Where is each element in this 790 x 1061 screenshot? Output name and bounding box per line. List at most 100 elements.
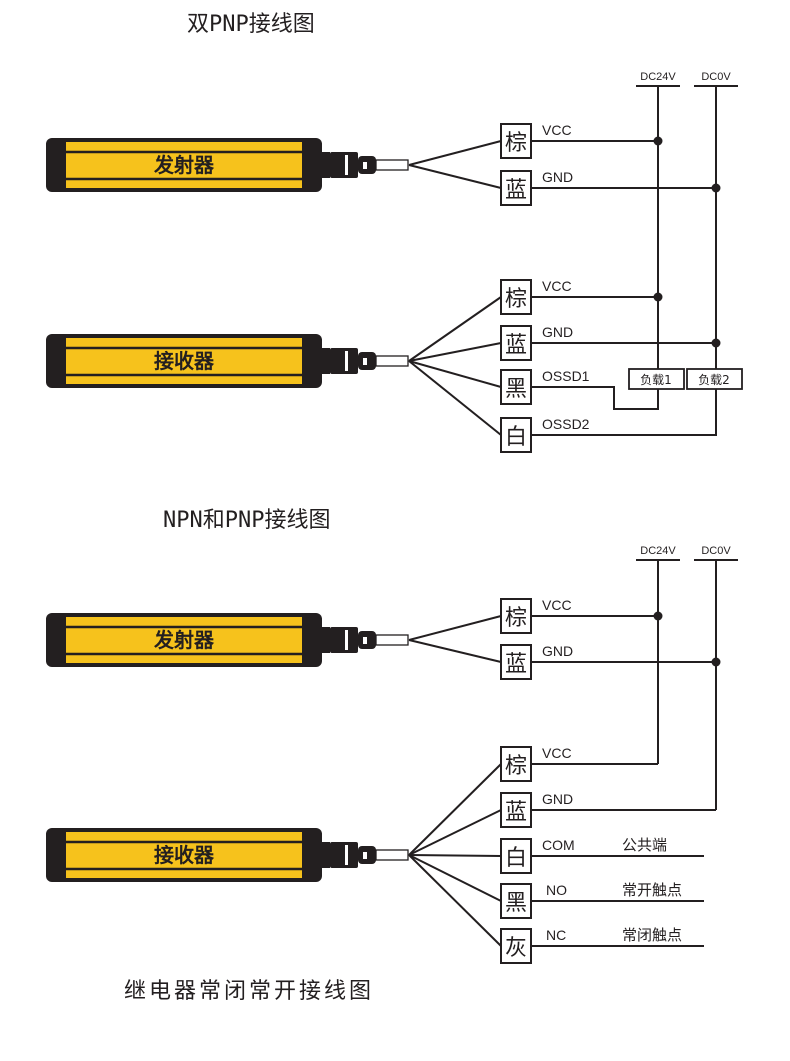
wire-signal-label: VCC — [542, 597, 572, 613]
connector-neck — [320, 348, 330, 374]
wire-color-box: 蓝 — [500, 325, 532, 361]
junction-dot — [711, 183, 721, 193]
sensor-face — [66, 832, 302, 878]
wire-color-box: 棕 — [500, 598, 532, 634]
wire-color-box: 白 — [500, 838, 532, 874]
wire-color-label: 蓝 — [505, 333, 527, 358]
wire-color-box: 黑 — [500, 883, 532, 919]
load-box — [686, 368, 743, 390]
sensor-face — [66, 617, 302, 663]
sensor-label: 发射器 — [153, 628, 215, 652]
wire-lead — [408, 296, 502, 362]
wire-ossd1 — [531, 386, 659, 410]
connector-slot — [363, 358, 367, 365]
wire-color-box: 蓝 — [500, 644, 532, 680]
wire-signal-label: COM — [542, 837, 575, 853]
wire-signal-label: NO — [546, 882, 567, 898]
wire-color-frame — [500, 883, 532, 919]
wire-lead — [408, 854, 502, 902]
wire-color-label: 黑 — [505, 891, 527, 916]
load-box — [628, 368, 685, 390]
rail-label: DC0V — [701, 545, 731, 557]
connector-gap — [345, 351, 348, 371]
wire-color-frame — [500, 369, 532, 405]
wire-description: 常开触点 — [622, 881, 682, 899]
connector-neck — [320, 152, 330, 178]
connector-gap — [345, 155, 348, 175]
sensor-face — [66, 338, 302, 384]
wire-color-box: 蓝 — [500, 170, 532, 206]
junction-dot — [653, 136, 663, 146]
wire-signal-label: VCC — [542, 122, 572, 138]
wire-color-frame — [500, 325, 532, 361]
wire-color-box: 蓝 — [500, 792, 532, 828]
wire-color-frame — [500, 170, 532, 206]
wire-color-frame — [500, 644, 532, 680]
load-label: 负载1 — [640, 373, 672, 387]
wire-color-label: 白 — [505, 425, 527, 450]
wire-color-frame — [500, 598, 532, 634]
receiver-bar-2: 接收器 — [46, 828, 409, 882]
wire-lead — [408, 854, 502, 857]
wire-color-frame — [500, 746, 532, 782]
connector-slot — [363, 852, 367, 859]
connector-slot — [363, 637, 367, 644]
title-npn-pnp: NPN和PNP接线图 — [163, 508, 331, 533]
title-relay: 继电器常闭常开接线图 — [124, 979, 375, 1004]
wire-signal-label: GND — [542, 643, 573, 659]
rail-label: DC24V — [640, 545, 676, 557]
wire-description: 公共端 — [622, 836, 667, 854]
connector-neck — [320, 842, 330, 868]
connector-nut — [330, 627, 358, 653]
wire-lead — [408, 360, 502, 436]
wire-lead — [408, 360, 502, 388]
wire-color-frame — [500, 417, 532, 453]
wire-color-frame — [500, 928, 532, 964]
wire-color-label: 白 — [505, 846, 527, 871]
wire-signal-label: VCC — [542, 278, 572, 294]
wire-color-label: 蓝 — [505, 800, 527, 825]
junction-dot — [711, 338, 721, 348]
wire-color-box: 棕 — [500, 279, 532, 315]
wire-signal-label: OSSD2 — [542, 416, 590, 432]
connector-nut — [330, 842, 358, 868]
emitter-bar-2: 发射器 — [46, 613, 409, 667]
wire-signal-label: GND — [542, 169, 573, 185]
wire-lead — [408, 854, 502, 947]
wire-color-box: 白 — [500, 417, 532, 453]
sensor-face — [66, 142, 302, 188]
wire-signal-label: OSSD1 — [542, 368, 590, 384]
rail-label: DC0V — [701, 71, 731, 83]
connector-nut — [330, 152, 358, 178]
wire-ossd2 — [531, 389, 717, 436]
emitter-bar-1: 发射器 — [46, 138, 409, 192]
wire-signal-label: NC — [546, 927, 566, 943]
title-dual-pnp: 双PNP接线图 — [187, 12, 315, 37]
cable-sheath — [375, 634, 409, 646]
wire-color-label: 灰 — [505, 936, 527, 961]
wire-description: 常闭触点 — [622, 926, 682, 944]
wire-color-label: 棕 — [505, 287, 527, 312]
connector-neck — [320, 627, 330, 653]
wire-color-label: 棕 — [505, 131, 527, 156]
rail-label: DC24V — [640, 71, 676, 83]
connector-gap — [345, 630, 348, 650]
wire-lead — [408, 164, 502, 189]
sensor-label: 发射器 — [153, 153, 215, 177]
wire-signal-label: GND — [542, 324, 573, 340]
wire-color-box: 黑 — [500, 369, 532, 405]
wire-signal-label: VCC — [542, 745, 572, 761]
wire-lead — [408, 342, 502, 362]
wire-color-box: 棕 — [500, 123, 532, 159]
sensor-label: 接收器 — [154, 349, 215, 373]
wire-color-label: 蓝 — [505, 652, 527, 677]
receiver-bar-1: 接收器 — [46, 334, 409, 388]
wire-color-box: 棕 — [500, 746, 532, 782]
connector-gap — [345, 845, 348, 865]
wire-lead — [408, 763, 502, 856]
wire-lead — [408, 809, 502, 856]
junction-dot — [653, 292, 663, 302]
connector-slot — [363, 162, 367, 169]
cable-sheath — [375, 849, 409, 861]
